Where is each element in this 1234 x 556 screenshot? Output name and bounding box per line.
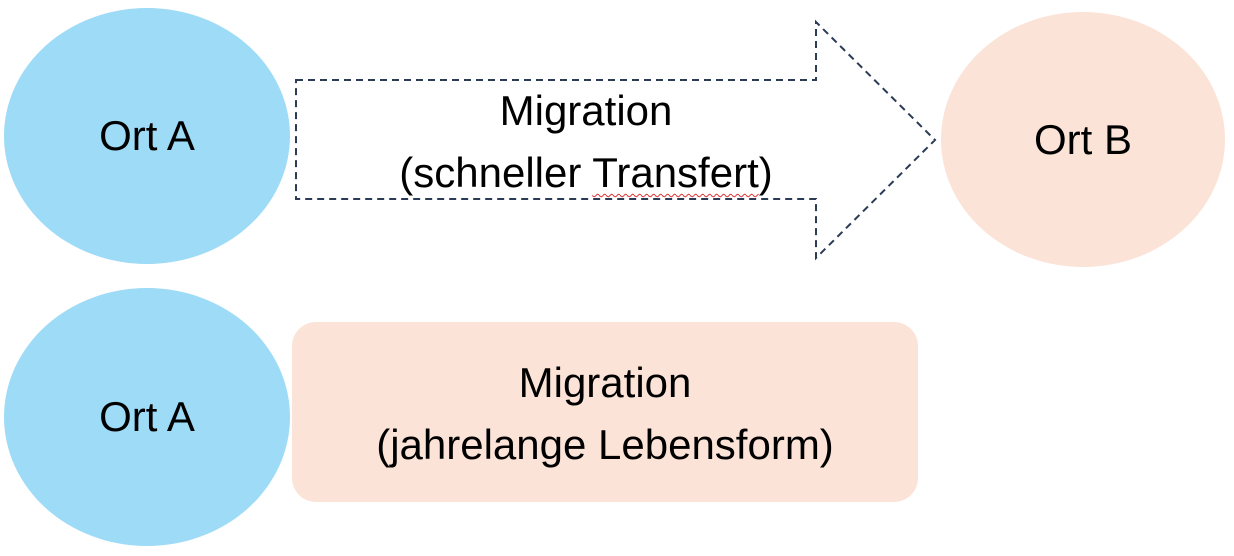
box-label-line1: Migration [518,359,692,406]
node-label: Ort B [1033,115,1132,163]
arrow-outline [295,19,937,261]
node-label: Ort A [99,393,195,440]
arrow-label: Migration (schneller Transfert) [296,80,876,204]
node-ort-b: Ort B [941,12,1225,267]
box-label-line2: (jahrelange Lebensform) [376,421,834,468]
arrow-label-line2: (schneller Transfert) [296,142,876,204]
node-ort-a-top: Ort A [4,8,290,264]
spellcheck-flagged-word: Transfert [592,149,759,196]
box-label: Migration (jahrelange Lebensform) [292,352,918,476]
arrow-label-line1: Migration [499,87,673,134]
arrow-label-close: ) [758,149,773,196]
node-label: Ort A [99,112,195,159]
node-ort-a-bottom: Ort A [4,288,290,546]
migration-lifestyle-box [292,322,918,502]
arrow-label-open: (schneller [399,149,593,196]
